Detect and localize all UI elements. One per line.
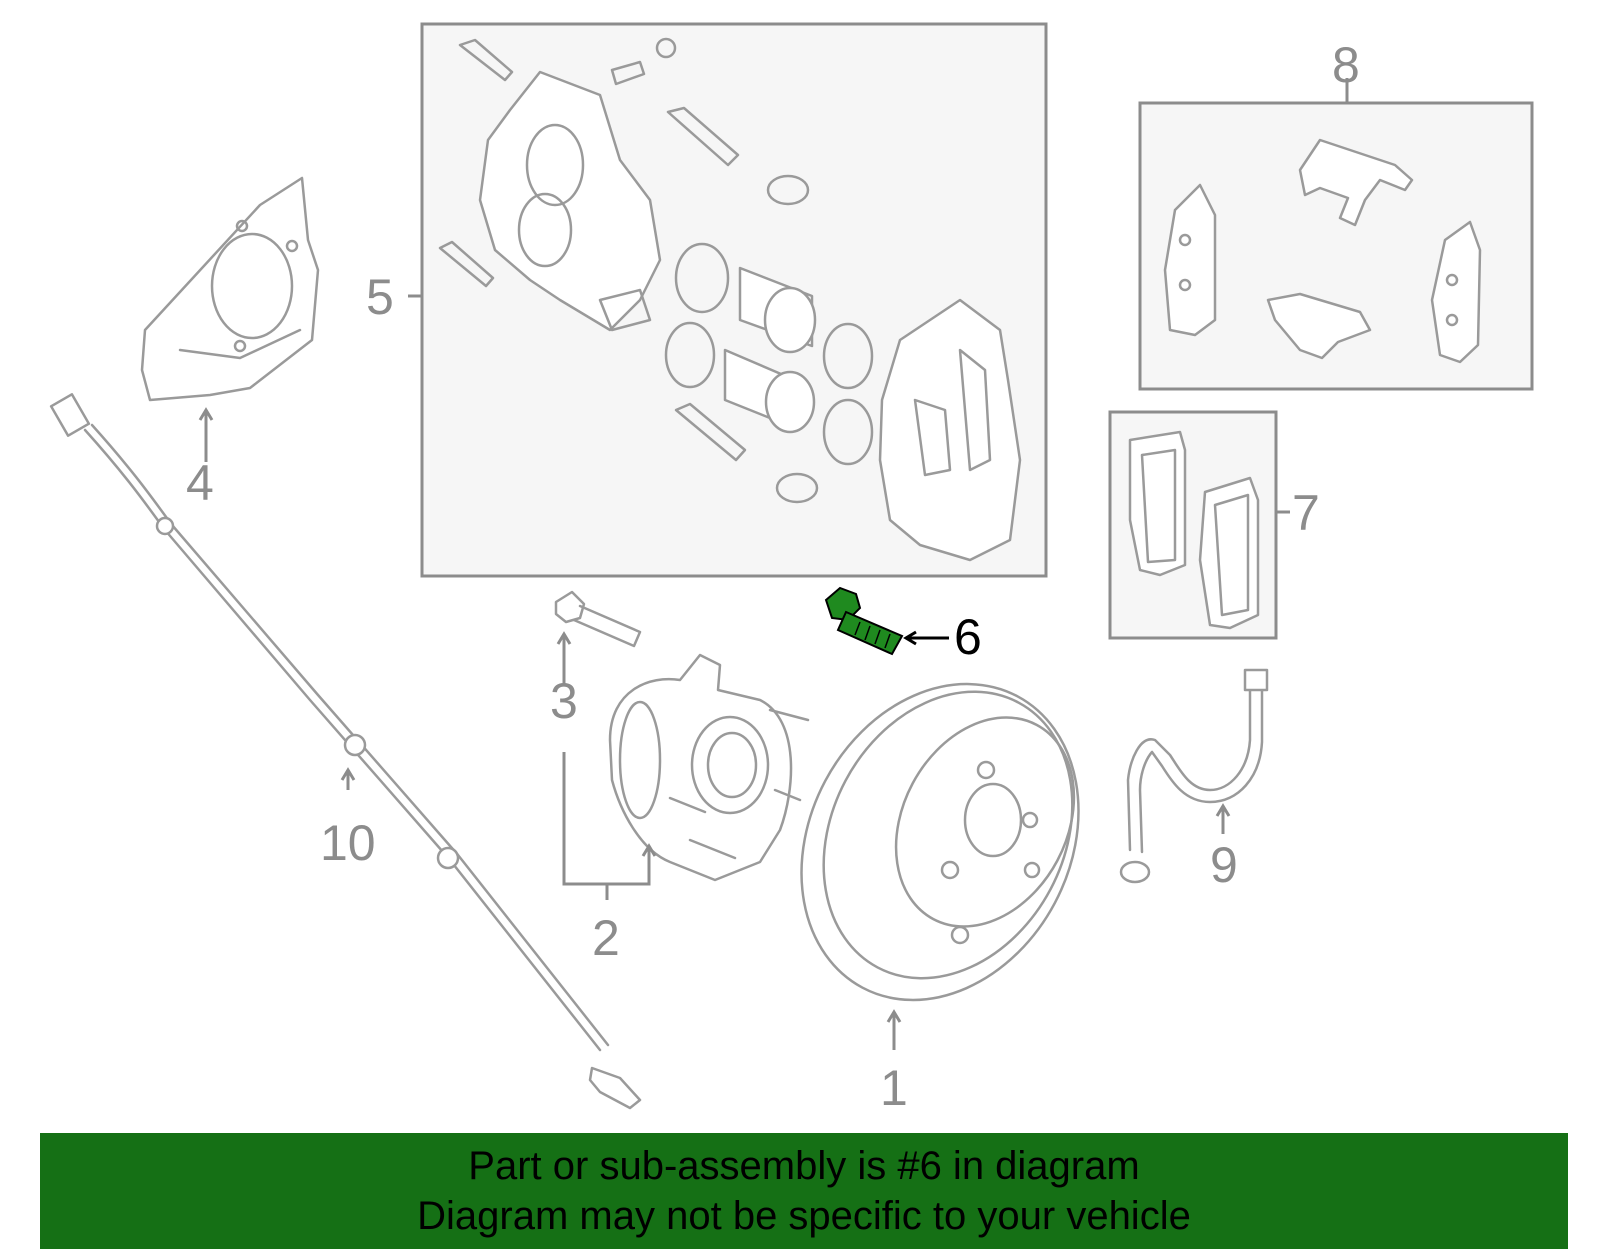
brake-rotor xyxy=(800,682,1080,1002)
banner-line-part: Part or sub-assembly is #6 in diagram xyxy=(468,1144,1140,1188)
callout-6: 6 xyxy=(954,609,982,665)
banner-line-disclaimer: Diagram may not be specific to your vehi… xyxy=(417,1194,1191,1238)
callout-5: 5 xyxy=(366,269,394,325)
caliper-assembly-box xyxy=(420,22,1048,578)
callout-4: 4 xyxy=(186,455,214,511)
callout-9: 9 xyxy=(1210,837,1238,893)
callout-1: 1 xyxy=(880,1060,908,1116)
brake-hose xyxy=(1119,668,1269,884)
callout-10: 10 xyxy=(320,815,376,871)
info-banner: Part or sub-assembly is #6 in diagram Di… xyxy=(40,1133,1568,1249)
callout-8: 8 xyxy=(1332,37,1360,93)
caliper-bracket-bolt-highlighted xyxy=(824,586,904,656)
brake-pads-box xyxy=(1108,410,1278,640)
hub-bearing xyxy=(608,653,810,882)
callout-3: 3 xyxy=(550,673,578,729)
callout-2: 2 xyxy=(592,910,620,966)
wheel-speed-sensor xyxy=(49,393,642,1110)
hardware-kit-box xyxy=(1138,101,1534,391)
leader-lines xyxy=(198,78,1349,1050)
splash-shield xyxy=(140,176,320,402)
callout-7: 7 xyxy=(1292,485,1320,541)
hub-bolt xyxy=(554,590,642,648)
